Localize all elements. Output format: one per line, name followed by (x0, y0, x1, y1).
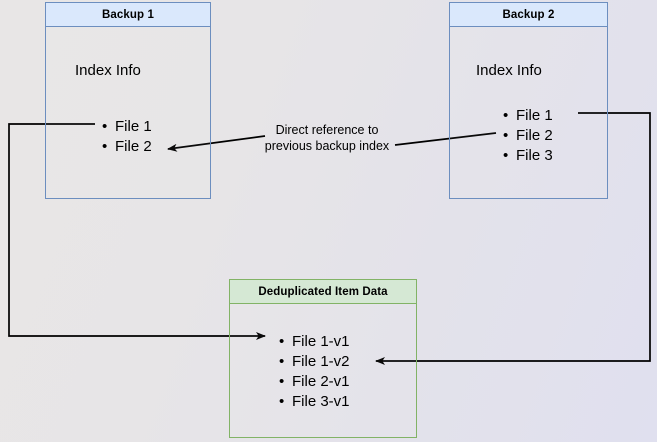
backup-1-title: Backup 1 (46, 3, 210, 27)
list-item: File 2 (503, 126, 553, 146)
list-item: File 1 (503, 106, 553, 126)
backup-1-file-list: File 1 File 2 (101, 117, 152, 157)
backup-2-box[interactable]: Backup 2 Index Info File 1 File 2 File 3 (449, 2, 608, 199)
dedup-file-list: File 1-v1 File 1-v2 File 2-v1 File 3-v1 (278, 332, 349, 412)
deduplicated-item-data-box[interactable]: Deduplicated Item Data File 1-v1 File 1-… (229, 279, 417, 438)
list-item: File 1-v2 (279, 352, 349, 372)
backup-1-index-label: Index Info (75, 62, 141, 79)
list-item: File 3 (503, 146, 553, 166)
list-item: File 1-v1 (279, 332, 349, 352)
backup-1-box[interactable]: Backup 1 Index Info File 1 File 2 (45, 2, 211, 199)
backup-2-title: Backup 2 (450, 3, 607, 27)
backup-1-body: Index Info File 1 File 2 (46, 27, 210, 198)
direct-reference-label: Direct reference to previous backup inde… (264, 123, 390, 153)
backup-2-file-list: File 1 File 2 File 3 (502, 106, 553, 166)
list-item: File 1 (102, 117, 152, 137)
backup-2-index-label: Index Info (476, 62, 542, 79)
backup-2-body: Index Info File 1 File 2 File 3 (450, 27, 607, 198)
list-item: File 2-v1 (279, 372, 349, 392)
dedup-title: Deduplicated Item Data (230, 280, 416, 304)
list-item: File 3-v1 (279, 392, 349, 412)
dedup-body: File 1-v1 File 1-v2 File 2-v1 File 3-v1 (230, 304, 416, 437)
list-item: File 2 (102, 137, 152, 157)
